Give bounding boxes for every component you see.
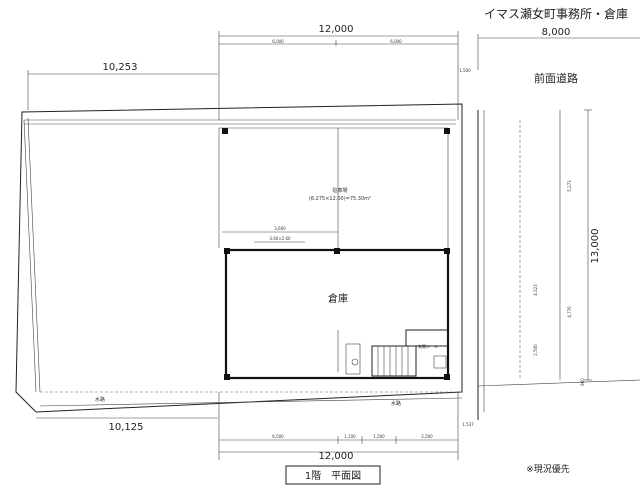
waterway-label-left: 水路 bbox=[95, 396, 105, 403]
front-road: 13,000 5,273 4,123 2,500 4,770 960 bbox=[477, 109, 640, 420]
waterway: 水路 水路 bbox=[39, 396, 463, 407]
left-bottom-dimension: 10,125 bbox=[36, 417, 218, 433]
dim-road-e1: 5,273 bbox=[567, 180, 572, 192]
left-top-dimension: 10,253 1,500 bbox=[27, 62, 471, 110]
dim-top-left: 6,000 bbox=[272, 39, 284, 44]
road-label: 前面道路 bbox=[534, 71, 578, 85]
warehouse-top-dimension: 3,600 3.60×2.60 bbox=[222, 226, 338, 243]
dim-bottom-d: 2,500 bbox=[421, 434, 433, 439]
parking-area: 駐車場 (6.275×12.00)=75.30m² bbox=[218, 127, 450, 248]
drawing-title: イマス瀬女町事務所・倉庫 bbox=[484, 6, 628, 21]
dim-road-e3: 2,500 bbox=[533, 344, 538, 356]
floor-plan-label: 1階 平面図 bbox=[305, 470, 361, 482]
dim-road-e2: 4,123 bbox=[533, 284, 538, 296]
dim-top-total: 12,000 bbox=[319, 24, 354, 35]
dim-top-right: 6,000 bbox=[390, 39, 402, 44]
entrance-hall-label: 玄関ホール bbox=[418, 343, 438, 349]
dim-road-width: 8,000 bbox=[542, 27, 571, 38]
dim-road-e5: 960 bbox=[580, 378, 585, 386]
parking-area-note: (6.275×12.00)=75.30m² bbox=[309, 196, 371, 202]
dim-bottom-a: 6,500 bbox=[272, 434, 284, 439]
dim-bottom-total: 12,000 bbox=[319, 451, 354, 462]
dim-warehouse-top: 3,600 bbox=[274, 226, 286, 231]
stair-and-hall: 玄関ホール bbox=[371, 329, 449, 377]
floor-plan-label-box: 1階 平面図 bbox=[285, 465, 381, 485]
dim-warehouse-box: 3.60×2.60 bbox=[269, 236, 291, 241]
warehouse-room: 倉庫 bbox=[224, 248, 450, 380]
dim-road-e4: 4,770 bbox=[567, 306, 572, 318]
dim-right-vertical: 13,000 bbox=[590, 229, 601, 264]
dim-bottom-b: 1,100 bbox=[344, 434, 356, 439]
waterway-label-right: 水路 bbox=[391, 400, 401, 407]
dim-left-bottom: 10,125 bbox=[109, 422, 144, 433]
road-dimension: 8,000 前面道路 bbox=[477, 27, 640, 85]
site-boundary bbox=[15, 103, 463, 413]
parking-label: 駐車場 bbox=[332, 187, 347, 194]
dim-gap-1500: 1,500 bbox=[459, 68, 471, 73]
bottom-dimension: 6,500 1,100 1,500 2,500 12,000 1,537 bbox=[218, 392, 474, 462]
dim-bottom-right-small: 1,537 bbox=[462, 422, 474, 427]
top-dimension: 12,000 6,000 6,000 bbox=[218, 24, 459, 120]
dim-left-top: 10,253 bbox=[103, 62, 138, 73]
dim-bottom-c: 1,500 bbox=[373, 434, 385, 439]
current-condition-note: ※現況優先 bbox=[526, 463, 570, 475]
warehouse-label: 倉庫 bbox=[328, 292, 348, 305]
